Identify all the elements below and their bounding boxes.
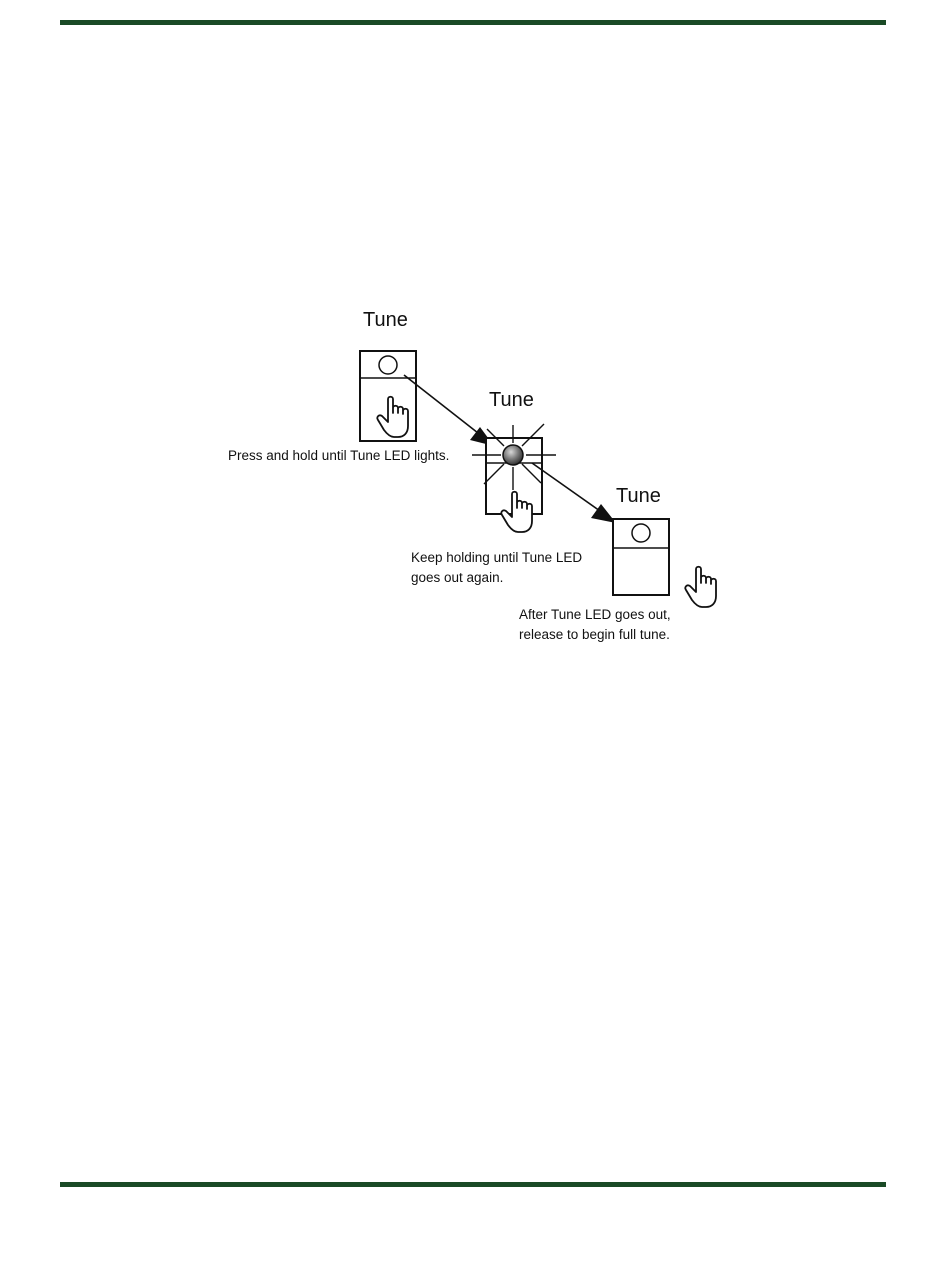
- step1-group: Tune Press and hold until Tune LED light…: [228, 309, 449, 463]
- step1-caption: Press and hold until Tune LED lights.: [228, 448, 449, 463]
- step2-led-lit-icon: [503, 445, 523, 465]
- step2-caption-line2: goes out again.: [411, 570, 503, 585]
- step1-title: Tune: [363, 309, 408, 331]
- step3-caption-line1: After Tune LED goes out,: [519, 607, 671, 622]
- step1-led-icon: [379, 356, 397, 374]
- step3-title: Tune: [616, 485, 661, 507]
- step2-group: Tune Keep holding until Tune LED goes ou…: [411, 389, 582, 585]
- step2-title: Tune: [489, 389, 534, 411]
- arrow-1-icon: [404, 375, 494, 446]
- step3-pointing-hand-icon: [685, 567, 716, 607]
- step3-caption-line2: release to begin full tune.: [519, 627, 670, 642]
- step2-caption-line1: Keep holding until Tune LED: [411, 550, 582, 565]
- arrow-2-icon: [532, 463, 616, 523]
- step3-led-icon: [632, 524, 650, 542]
